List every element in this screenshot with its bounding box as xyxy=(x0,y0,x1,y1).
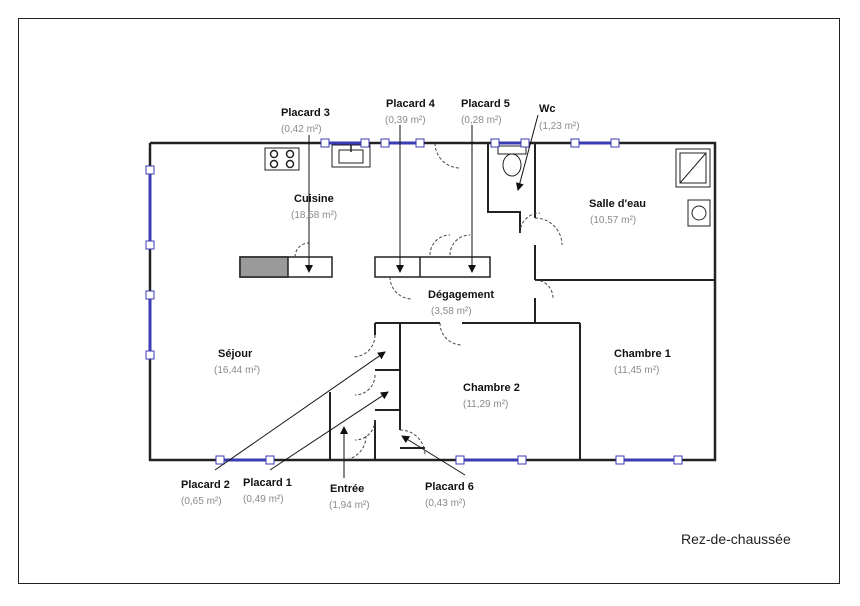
room-name-chambre-1: Chambre 1 xyxy=(614,348,671,360)
room-area-placard-1: (0,49 m²) xyxy=(243,494,284,505)
room-name-placard-1: Placard 1 xyxy=(243,477,292,489)
room-name-cuisine: Cuisine xyxy=(294,193,334,205)
room-name-placard-4: Placard 4 xyxy=(386,98,436,110)
interior-walls xyxy=(329,143,715,460)
windows xyxy=(148,141,678,462)
leader-arrows xyxy=(214,114,539,478)
room-area-wc: (1,23 m²) xyxy=(539,121,580,132)
room-name-sejour: Séjour xyxy=(218,348,253,360)
room-area-entree: (1,94 m²) xyxy=(329,500,370,511)
room-labels: Séjour (16,44 m²) Cuisine (18,58 m²) Dég… xyxy=(181,98,671,511)
room-area-chambre-1: (11,45 m²) xyxy=(614,365,659,376)
room-area-placard-5: (0,28 m²) xyxy=(461,115,502,126)
exterior-walls xyxy=(148,141,717,462)
room-area-placard-6: (0,43 m²) xyxy=(425,498,466,509)
room-name-placard-5: Placard 5 xyxy=(461,98,510,110)
furniture xyxy=(239,144,711,278)
room-area-placard-3: (0,42 m²) xyxy=(281,124,322,135)
room-name-placard-3: Placard 3 xyxy=(281,107,330,119)
room-area-cuisine: (18,58 m²) xyxy=(291,210,337,221)
room-area-placard-4: (0,39 m²) xyxy=(385,115,426,126)
room-name-chambre-2: Chambre 2 xyxy=(463,382,520,394)
room-area-salle-eau: (10,57 m²) xyxy=(590,215,636,226)
window-markers xyxy=(145,138,683,465)
doors xyxy=(294,142,563,461)
level-label: Rez-de-chaussée xyxy=(681,531,791,547)
room-area-chambre-2: (11,29 m²) xyxy=(463,399,508,410)
room-name-wc: Wc xyxy=(539,103,556,115)
drawing-frame xyxy=(18,18,840,584)
room-area-sejour: (16,44 m²) xyxy=(214,365,260,376)
room-name-entree: Entrée xyxy=(330,483,364,495)
room-area-placard-2: (0,65 m²) xyxy=(181,496,222,507)
room-area-degagement: (3,58 m²) xyxy=(431,306,472,317)
room-name-placard-6: Placard 6 xyxy=(425,481,474,493)
room-name-salle-eau: Salle d'eau xyxy=(589,198,646,210)
room-name-placard-2: Placard 2 xyxy=(181,479,230,491)
room-name-degagement: Dégagement xyxy=(428,289,494,301)
